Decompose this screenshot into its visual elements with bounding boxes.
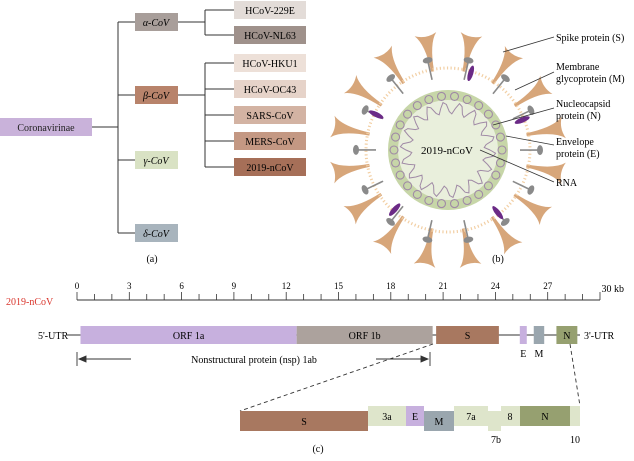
species-label: MERS-CoV — [245, 137, 295, 148]
detail-label-7b: 7b — [491, 435, 501, 446]
detail-label-m: M — [435, 417, 444, 428]
label-envelope-1: Envelope — [556, 137, 594, 148]
spike-protein — [414, 228, 436, 268]
membrane-head — [360, 104, 370, 116]
genus-beta-label: β-CoV — [142, 91, 171, 102]
label-envelope-2: protein (E) — [556, 149, 600, 160]
species-label: SARS-CoV — [246, 111, 294, 122]
nsp-label: Nonstructural protein (nsp) 1ab — [191, 355, 317, 366]
spike-protein — [461, 32, 483, 72]
gene-bar — [520, 326, 527, 344]
panel-c-caption: (c) — [312, 444, 323, 455]
genus-gamma-label: γ-CoV — [143, 156, 170, 167]
tick-label: 9 — [232, 281, 237, 291]
spike-protein — [330, 116, 370, 138]
detail-label-e: E — [412, 412, 418, 423]
tick-label: 21 — [439, 281, 448, 291]
panel-a-caption: (a) — [146, 254, 157, 265]
spike-protein — [344, 193, 383, 224]
detail-gene-10 — [570, 406, 580, 426]
detail-label-7a: 7a — [466, 412, 476, 423]
tick-label: 3 — [127, 281, 132, 291]
envelope-protein — [368, 109, 385, 121]
spike-protein — [460, 228, 482, 268]
panel-a-tree — [92, 10, 234, 233]
panel-b-virion: 2019-nCoV — [330, 32, 566, 268]
scale-unit: 30 kb — [602, 284, 625, 295]
label-nucleocapsid-2: protein (N) — [556, 111, 601, 122]
tick-label: 12 — [282, 281, 291, 291]
gene-label: S — [465, 331, 471, 342]
genome-name: 2019-nCoV — [6, 297, 54, 308]
membrane-stalk — [513, 181, 529, 189]
gene-label: ORF 1b — [349, 331, 381, 342]
membrane-stalk — [367, 181, 383, 189]
genome-ruler: 0 3 6 9 12 15 18 21 24 27 — [75, 281, 600, 300]
tick-label: 0 — [75, 281, 80, 291]
label-rna: RNA — [556, 178, 578, 189]
membrane-head — [526, 184, 536, 196]
gene-label: ORF 1a — [173, 331, 205, 342]
root-label: Coronavirinae — [17, 123, 75, 134]
panel-b-caption: (b) — [492, 254, 504, 265]
species-label: HCoV-OC43 — [244, 85, 296, 96]
utr5-label: 5'-UTR — [38, 331, 68, 342]
spike-protein — [330, 162, 370, 184]
tick-label: 27 — [543, 281, 553, 291]
gene-bar — [534, 326, 544, 344]
spike-protein — [344, 75, 383, 107]
tick-label: 6 — [179, 281, 184, 291]
species-label: HCoV-229E — [245, 6, 295, 17]
membrane-head — [353, 145, 359, 155]
label-membrane-2: glycoprotein (M) — [556, 74, 625, 85]
species-label: HCoV-HKU1 — [242, 59, 297, 70]
label-nucleocapsid-1: Nucleocapsid — [556, 99, 610, 110]
tick-label: 24 — [491, 281, 501, 291]
spike-protein — [514, 76, 553, 107]
membrane-head — [537, 145, 543, 155]
detail-label-8: 8 — [508, 412, 513, 423]
label-membrane-1: Membrane — [556, 62, 600, 73]
label-spike: Spike protein (S) — [556, 33, 624, 44]
detail-gene-7b — [488, 411, 501, 431]
tick-label: 15 — [334, 281, 344, 291]
detail-label-n: N — [541, 412, 548, 423]
gene-label: E — [520, 349, 526, 360]
species-label: HCoV-NL63 — [244, 31, 296, 42]
tree-root: Coronavirinae — [0, 118, 92, 136]
species-nodes: HCoV-229E HCoV-NL63 HCoV-HKU1 HCoV-OC43 … — [234, 1, 306, 176]
genus-alpha-label: α-CoV — [143, 18, 171, 29]
spike-protein — [415, 32, 437, 72]
tick-label: 18 — [386, 281, 396, 291]
gene-label: N — [563, 331, 570, 342]
detail-label-s: S — [301, 417, 307, 428]
spike-protein — [514, 193, 553, 225]
detail-label-3a: 3a — [382, 412, 392, 423]
virion-center-label: 2019-nCoV — [421, 145, 473, 157]
detail-orf-map: S 3a E M 7a 7b 8 N 10 — [240, 406, 580, 446]
genus-nodes: α-CoV β-CoV γ-CoV δ-CoV — [135, 13, 178, 242]
gene-label: M — [535, 349, 544, 360]
detail-label-10: 10 — [570, 435, 580, 446]
genus-delta-label: δ-CoV — [143, 229, 171, 240]
utr3-label: 3'-UTR — [584, 331, 614, 342]
membrane-head — [360, 184, 370, 196]
virion-labels: Spike protein (S) Membrane glycoprotein … — [556, 33, 625, 189]
species-label: 2019-nCoV — [246, 163, 294, 174]
